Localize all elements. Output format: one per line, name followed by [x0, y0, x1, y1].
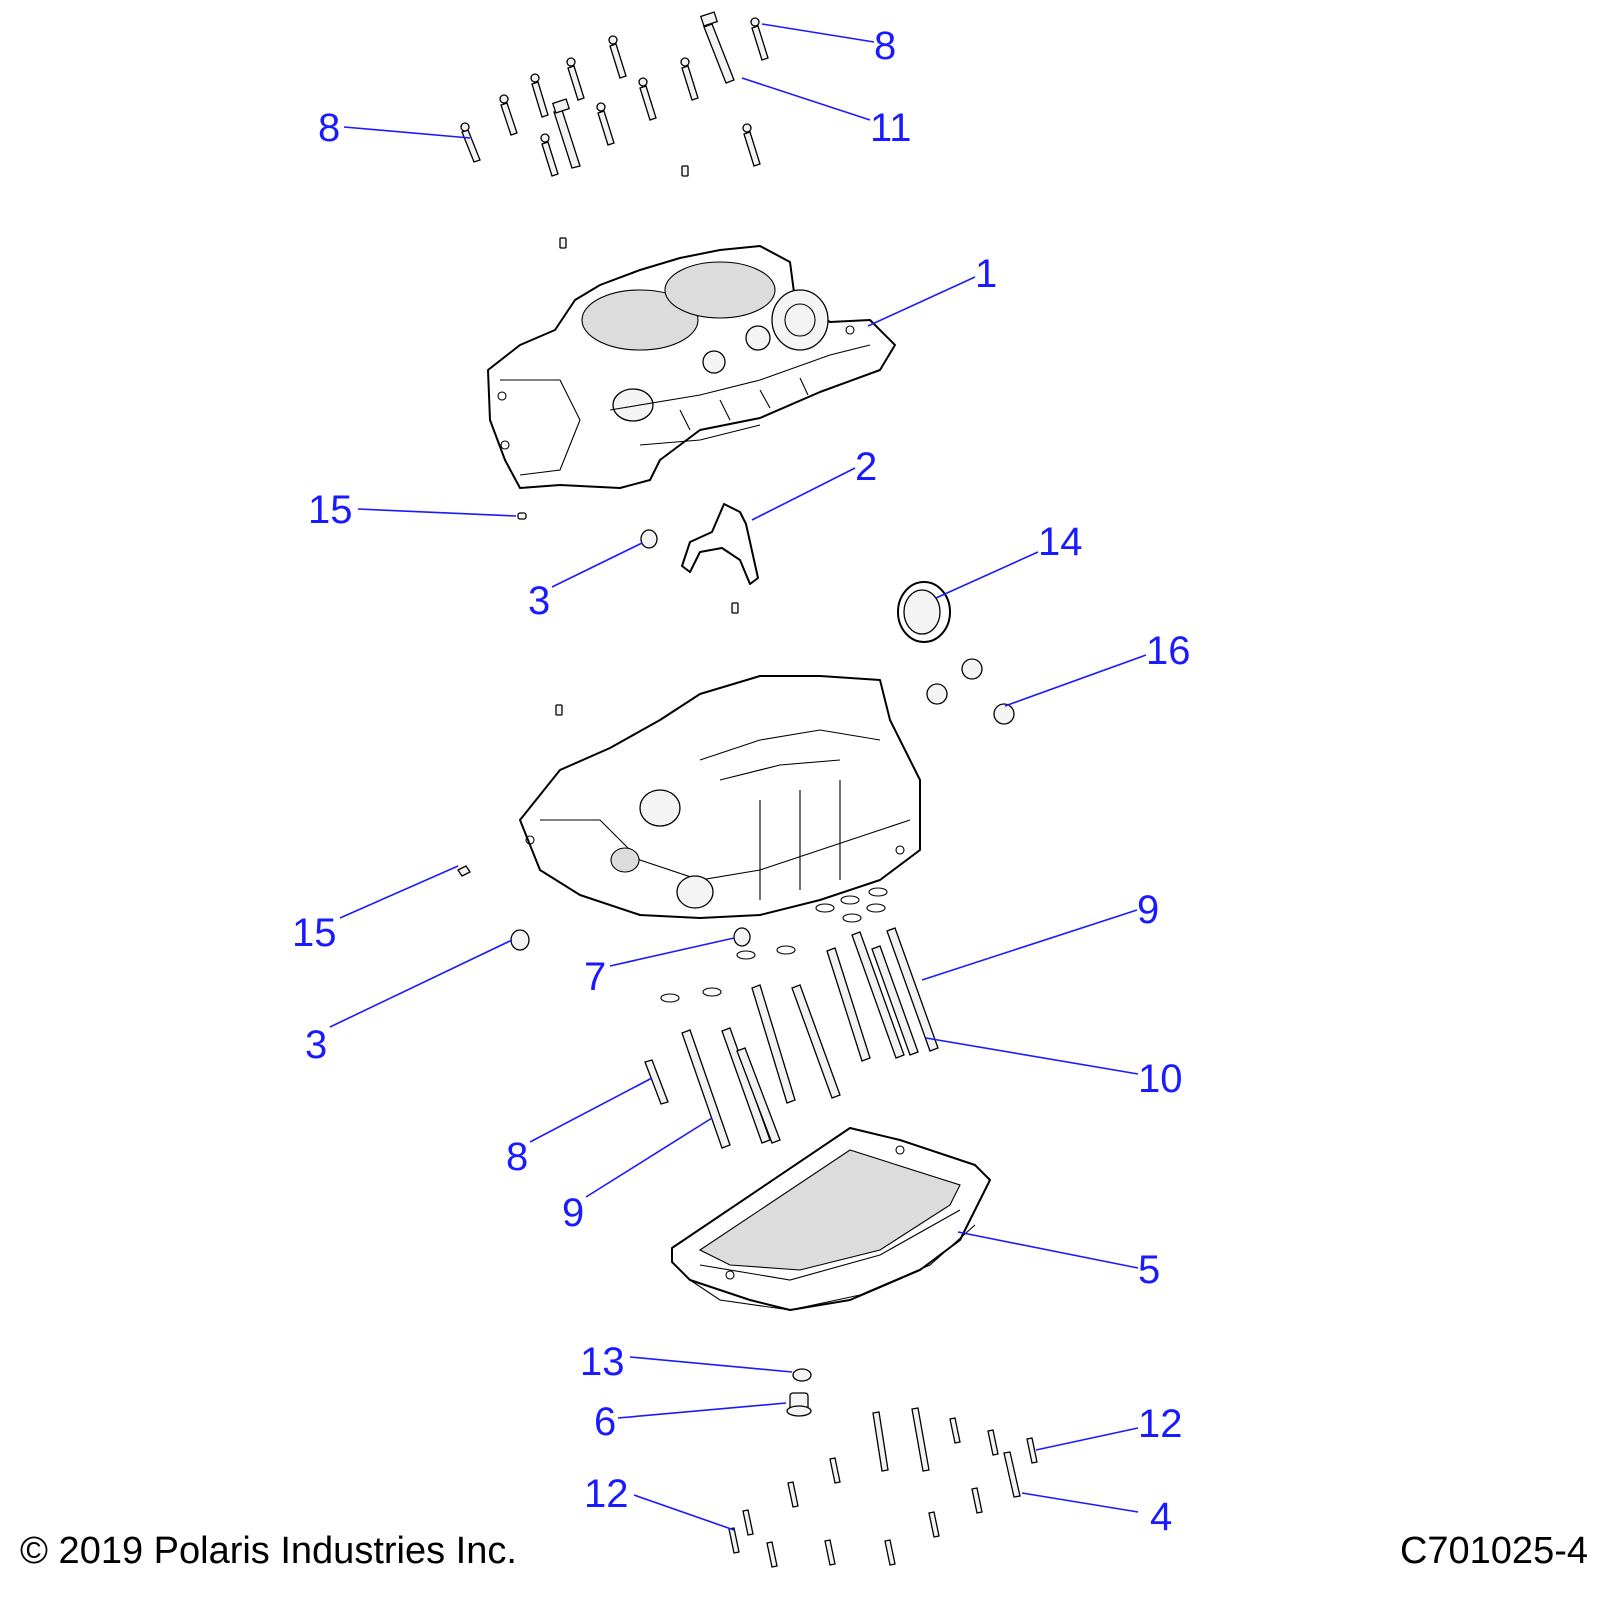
callout-3-upper: 3	[528, 579, 550, 623]
oil-pan	[671, 1127, 991, 1311]
copyright-notice: © 2019 Polaris Industries Inc.	[20, 1530, 517, 1572]
callout-16: 16	[1146, 629, 1191, 673]
callout-3-lower: 3	[305, 1023, 327, 1067]
callout-8-lower: 8	[506, 1135, 528, 1179]
callout-12-left: 12	[584, 1472, 629, 1516]
callout-2: 2	[855, 445, 877, 489]
callout-6: 6	[594, 1400, 616, 1444]
main-bearing-bolts	[644, 927, 939, 1149]
callout-5: 5	[1138, 1248, 1160, 1292]
bearing-bracket	[681, 503, 759, 585]
callout-10: 10	[1138, 1057, 1183, 1101]
callout-7: 7	[584, 955, 606, 999]
callout-8-top-right: 8	[874, 24, 896, 68]
plugs	[926, 658, 1015, 725]
drain-plug	[786, 1368, 812, 1417]
oil-pan-bolts	[728, 1407, 1038, 1568]
bolt-washers	[660, 887, 888, 1003]
callout-labels: 8 11 8 1 2 15 3 14 16 9 15 7 3 10 8 9 5 …	[292, 24, 1191, 1539]
callout-8-top-left: 8	[318, 106, 340, 150]
upper-crankcase	[487, 245, 896, 489]
callout-15-upper: 15	[308, 488, 353, 532]
callout-1: 1	[975, 252, 997, 296]
leader-lines	[329, 23, 1147, 1531]
callout-4: 4	[1150, 1495, 1172, 1539]
callout-13: 13	[580, 1340, 625, 1384]
upper-crankcase-bolts	[460, 11, 769, 249]
crank-seal	[897, 581, 951, 643]
callout-9-lower: 9	[562, 1191, 584, 1235]
drawing-code: C701025-4	[1399, 1530, 1588, 1572]
callout-14: 14	[1038, 520, 1083, 564]
callout-9-upper: 9	[1137, 888, 1159, 932]
callout-12-right: 12	[1138, 1402, 1183, 1446]
callout-15-lower: 15	[292, 911, 337, 955]
dowels-and-bushings	[457, 512, 751, 951]
lower-crankcase	[519, 675, 921, 919]
callout-11: 11	[870, 106, 912, 150]
